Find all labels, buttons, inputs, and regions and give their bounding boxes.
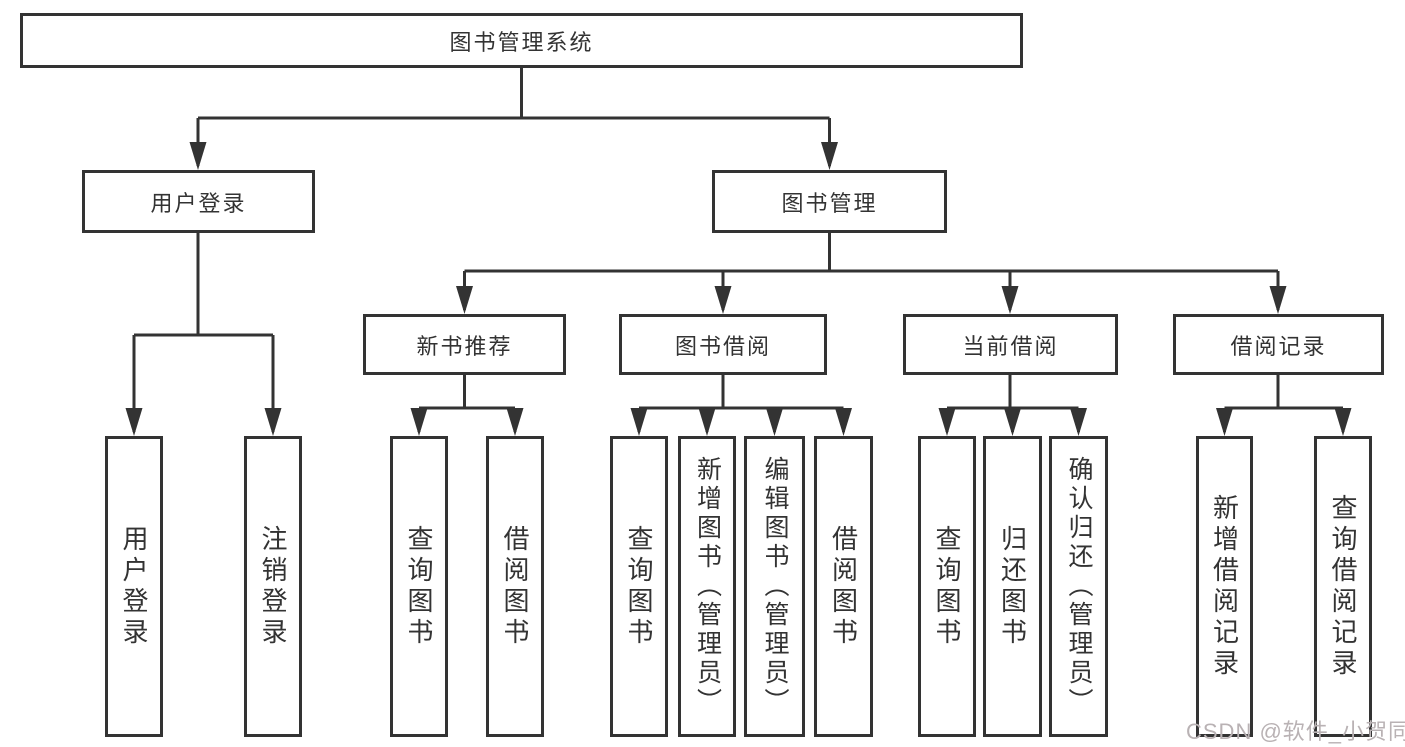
- leaf-query-books-current: 查询图书: [918, 436, 976, 737]
- node-new-book-recommendation: 新书推荐: [363, 314, 566, 375]
- leaf-add-borrow-record: 新增借阅记录: [1196, 436, 1253, 737]
- arrowhead-icons: [125, 142, 1352, 436]
- leaf-confirm-return-admin: 确认归还（管理员）: [1049, 436, 1108, 737]
- node-current-borrowing: 当前借阅: [903, 314, 1118, 375]
- watermark: CSDN @软件_小贺同学: [1186, 719, 1405, 744]
- node-book-management: 图书管理: [712, 170, 947, 233]
- leaf-return-books: 归还图书: [983, 436, 1042, 737]
- leaf-borrow-books-recommend: 借阅图书: [486, 436, 544, 737]
- connector-paths: [132, 68, 1345, 432]
- leaf-borrow-books-borrowing: 借阅图书: [814, 436, 873, 737]
- leaf-logout: 注销登录: [244, 436, 302, 737]
- node-library-management-system: 图书管理系统: [20, 13, 1023, 68]
- leaf-query-borrow-record: 查询借阅记录: [1314, 436, 1372, 737]
- leaf-query-books-recommend: 查询图书: [390, 436, 448, 737]
- leaf-user-login: 用户登录: [105, 436, 163, 737]
- leaf-add-books-admin: 新增图书（管理员）: [678, 436, 736, 737]
- node-book-borrowing: 图书借阅: [619, 314, 827, 375]
- node-borrowing-records: 借阅记录: [1173, 314, 1384, 375]
- leaf-query-books-borrowing: 查询图书: [610, 436, 668, 737]
- leaf-edit-books-admin: 编辑图书（管理员）: [744, 436, 805, 737]
- node-user-login: 用户登录: [82, 170, 315, 233]
